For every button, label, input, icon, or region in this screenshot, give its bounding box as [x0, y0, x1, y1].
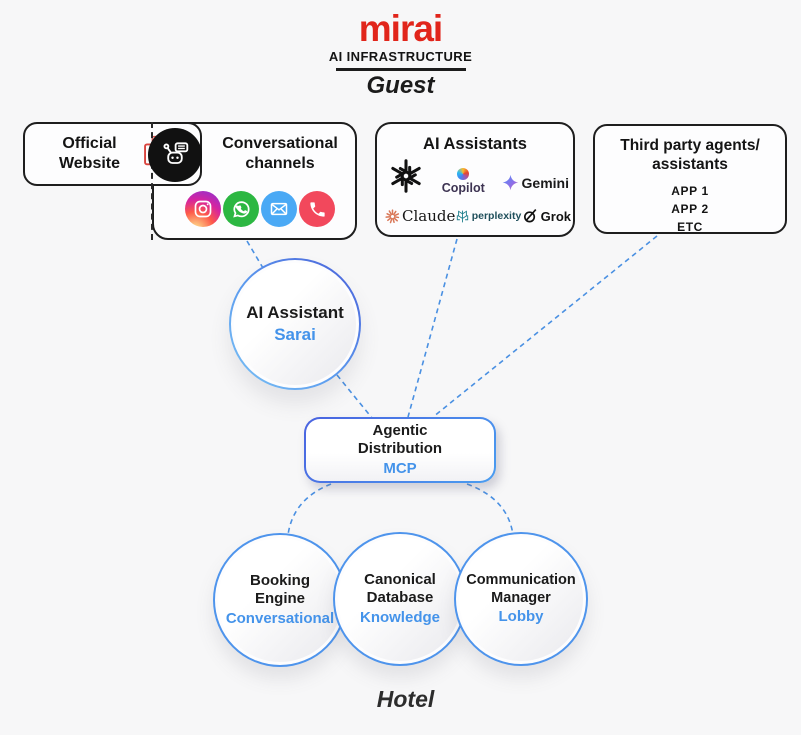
agentic-distribution-node: Agentic Distribution MCP — [304, 417, 496, 483]
booking-subtitle: Conversational — [225, 610, 335, 627]
canonical-subtitle: Knowledge — [359, 609, 440, 626]
communication-manager-node: Communication Manager Lobby — [454, 532, 588, 666]
connector-thirdparty-to-agentic — [432, 235, 658, 418]
perplexity-icon — [456, 209, 468, 222]
sarai-title: AI Assistant — [246, 303, 344, 323]
brand-tagline: AI INFRASTRUCTURE — [328, 49, 473, 64]
perplexity-logo: perplexity — [456, 209, 521, 223]
ai-assistants-title: AI Assistants — [423, 135, 527, 153]
gemini-icon — [502, 174, 518, 191]
connector-agentic-to-communication — [466, 483, 514, 536]
connector-sarai-to-agentic — [336, 374, 373, 419]
whatsapp-icon — [223, 191, 259, 227]
communication-subtitle: Lobby — [498, 608, 544, 626]
third-party-box: Third party agents/ assistants APP 1 APP… — [593, 124, 787, 234]
communication-title: Communication Manager — [466, 572, 576, 607]
channel-icons — [185, 191, 335, 227]
openai-icon — [387, 157, 425, 200]
guest-section-label: Guest — [366, 72, 435, 99]
agentic-subtitle: MCP — [383, 460, 417, 477]
third-party-items: APP 1 APP 2 ETC — [595, 182, 785, 236]
gemini-logo: Gemini — [502, 174, 569, 191]
copilot-logo: Copilot — [442, 168, 485, 195]
ai-logos-row-2: Claude perplexity Grok — [385, 207, 571, 225]
third-party-item: ETC — [677, 220, 703, 234]
connector-agentic-to-booking — [287, 483, 332, 536]
connector-channels-to-sarai — [246, 240, 264, 269]
agentic-title: Agentic Distribution — [357, 421, 443, 458]
logo: mirai AI INFRASTRUCTURE — [0, 10, 801, 71]
claude-icon — [385, 208, 400, 223]
email-icon — [261, 191, 297, 227]
sarai-subtitle: Sarai — [274, 324, 316, 344]
third-party-title: Third party agents/ assistants — [620, 137, 760, 173]
canonical-title: Canonical Database — [364, 570, 436, 607]
robot-icon — [148, 128, 202, 182]
hotel-section-label: Hotel — [376, 686, 435, 712]
official-website-title: Official Website — [58, 135, 121, 172]
booking-title: Booking Engine — [250, 571, 310, 608]
conversational-channels-title: Conversational channels — [222, 135, 338, 172]
sarai-node: AI Assistant Sarai — [229, 258, 361, 390]
claude-logo: Claude — [385, 207, 455, 225]
box-divider-dashed — [151, 122, 153, 240]
grok-logo: Grok — [522, 208, 571, 224]
logo-underline — [335, 68, 466, 71]
phone-icon — [299, 191, 335, 227]
third-party-item: APP 2 — [671, 202, 709, 216]
booking-engine-node: Booking Engine Conversational — [213, 533, 347, 667]
brand-wordmark: mirai — [358, 8, 443, 49]
ai-assistants-box: AI Assistants Copilot — [375, 122, 575, 237]
instagram-icon — [185, 191, 221, 227]
third-party-item: APP 1 — [671, 184, 709, 198]
canonical-database-node: Canonical Database Knowledge — [333, 532, 467, 666]
connector-assistants-to-agentic — [407, 238, 458, 418]
copilot-icon — [457, 168, 470, 180]
ai-logos-row-1: Copilot Gemini — [387, 157, 569, 200]
grok-icon — [523, 209, 537, 223]
